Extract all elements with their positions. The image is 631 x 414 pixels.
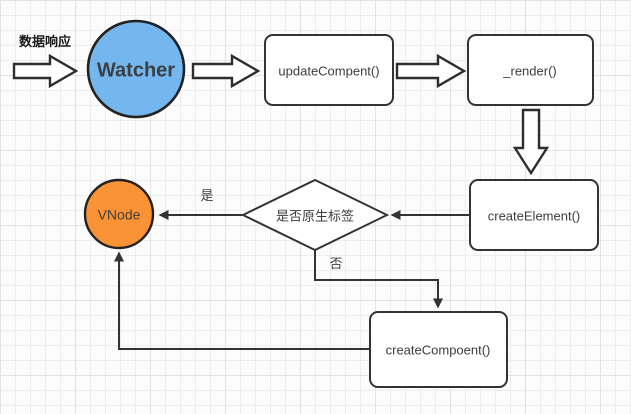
edge-create-compoent-to-vnode xyxy=(114,251,370,350)
node-render: _render() xyxy=(467,34,594,106)
edge-no-to-create-compoent xyxy=(314,250,443,309)
block-arrow-into-watcher xyxy=(12,53,79,89)
render-label: _render() xyxy=(502,63,556,78)
create-element-label: createElement() xyxy=(488,208,580,223)
node-native-tag-decision: 是否原生标签 xyxy=(240,178,390,252)
watcher-label: Watcher xyxy=(97,59,175,81)
node-create-element: createElement() xyxy=(469,179,599,251)
node-watcher: Watcher xyxy=(86,19,186,119)
node-vnode: VNode xyxy=(83,178,155,250)
block-arrow-render-to-create-element xyxy=(512,108,550,176)
vnode-label: VNode xyxy=(98,207,141,223)
render-box xyxy=(467,34,594,106)
no-label: 否 xyxy=(329,256,342,271)
data-response-label: 数据响应 xyxy=(19,34,71,49)
update-compent-label: updateCompent() xyxy=(278,63,379,78)
watcher-circle xyxy=(86,19,186,119)
node-update-compent: updateCompent() xyxy=(264,34,394,106)
vnode-circle xyxy=(83,178,155,250)
yes-label: 是 xyxy=(200,188,213,203)
update-compent-box xyxy=(264,34,394,106)
create-compoent-label: createCompoent() xyxy=(386,342,491,357)
decision-diamond xyxy=(240,178,390,252)
block-arrow-update-to-render xyxy=(395,53,467,89)
decision-label: 是否原生标签 xyxy=(276,208,354,223)
node-create-compoent: createCompoent() xyxy=(369,311,508,388)
block-arrow-watcher-to-update xyxy=(191,53,261,89)
